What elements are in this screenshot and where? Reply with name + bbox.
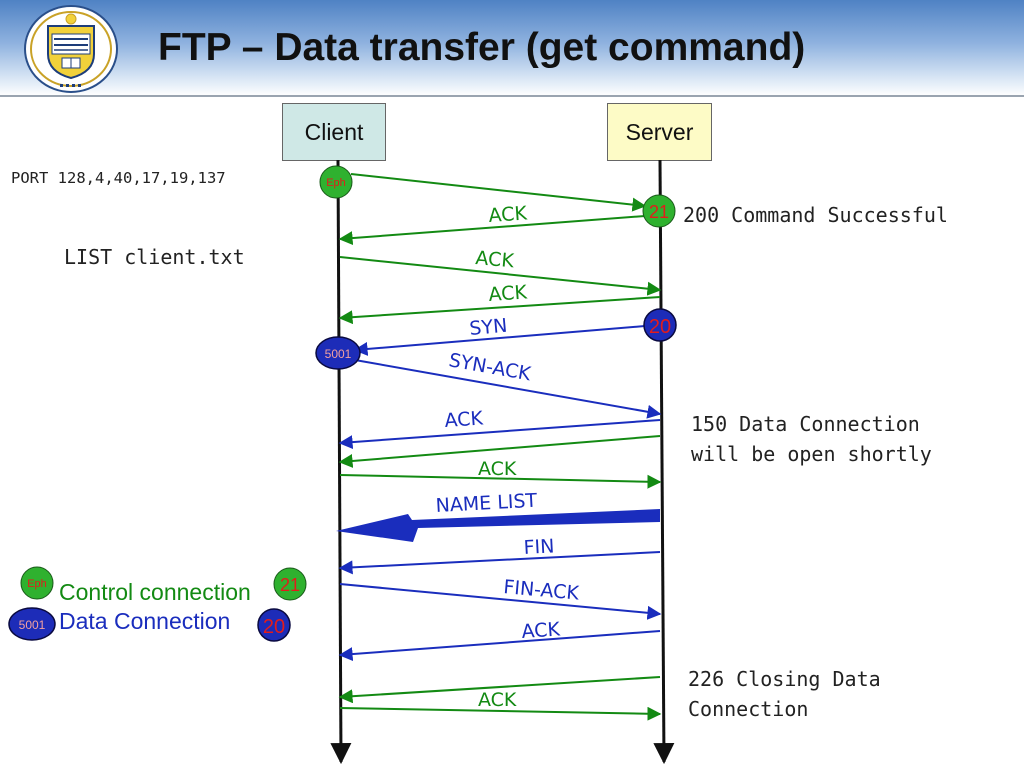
legend-ephemeral-badge: Eph — [20, 566, 54, 600]
legend-data-port-badge: 20 — [257, 608, 291, 642]
reply-226-line2: Connection — [688, 697, 809, 721]
syn-ack-arrow — [354, 359, 662, 419]
reply-226-arrow — [338, 676, 661, 704]
ack-4-arrow — [338, 419, 661, 450]
list-command-note: LIST client.txt — [64, 245, 245, 269]
ack-3-label: ACK — [488, 281, 528, 306]
ack-4-label: ACK — [444, 407, 484, 432]
client-data-port-text: 5001 — [325, 347, 352, 361]
syn-label: SYN — [469, 315, 509, 340]
legend-data-client-badge: 5001 — [8, 607, 56, 641]
ack-5-arrow — [339, 474, 662, 489]
ack-6-label: ACK — [521, 618, 561, 643]
legend-ephemeral-text: Eph — [27, 578, 47, 590]
ack-3-arrow — [338, 296, 661, 325]
syn-ack-label: SYN-ACK — [447, 349, 533, 385]
client-ephemeral-port-text: Eph — [326, 177, 346, 189]
legend-control-label: Control connection — [59, 579, 251, 605]
fin-label: FIN — [523, 535, 555, 559]
server-data-port-badge: 20 — [643, 308, 677, 342]
port-command-note: PORT 128,4,40,17,19,137 — [11, 169, 226, 187]
server-control-port-text: 21 — [649, 202, 669, 222]
server-control-port-badge: 21 — [642, 194, 676, 228]
client-box: Client — [282, 103, 386, 161]
reply-200-note: 200 Command Successful — [683, 203, 948, 227]
port-command-arrow — [350, 173, 647, 212]
slide-title: FTP – Data transfer (get command) — [158, 26, 806, 69]
fin-arrow — [338, 551, 661, 575]
ack-7-label: ACK — [478, 689, 517, 711]
ack-2-label: ACK — [475, 247, 516, 272]
client-data-port-badge: 5001 — [315, 336, 361, 370]
title-bar — [0, 0, 1024, 96]
client-ephemeral-port-badge: Eph — [319, 165, 353, 199]
legend-control-port-badge: 21 — [273, 567, 307, 601]
server-lifeline — [653, 159, 675, 765]
ack-1-arrow — [338, 215, 646, 246]
university-seal-logo — [24, 5, 118, 93]
reply-150-arrow — [338, 435, 661, 468]
ack-1-label: ACK — [488, 202, 528, 227]
fin-ack-arrow — [339, 583, 662, 620]
ack-5-label: ACK — [478, 458, 517, 480]
ack-7-arrow — [339, 706, 662, 721]
name-list-label: NAME LIST — [435, 490, 538, 517]
legend-data-port-text: 20 — [263, 616, 285, 638]
server-data-port-text: 20 — [649, 316, 671, 338]
legend-data-label: Data Connection — [59, 608, 231, 634]
ack-6-arrow — [338, 630, 661, 662]
legend-data-client-text: 5001 — [19, 618, 46, 632]
reply-226-line1: 226 Closing Data — [688, 667, 881, 691]
list-command-arrow — [339, 256, 662, 296]
server-box: Server — [607, 103, 712, 161]
reply-150-line2: will be open shortly — [691, 442, 932, 466]
name-list-data-arrow — [336, 509, 660, 542]
legend-control-port-text: 21 — [280, 575, 300, 595]
title-divider — [0, 95, 1024, 97]
syn-arrow — [353, 325, 646, 356]
reply-150-line1: 150 Data Connection — [691, 412, 920, 436]
